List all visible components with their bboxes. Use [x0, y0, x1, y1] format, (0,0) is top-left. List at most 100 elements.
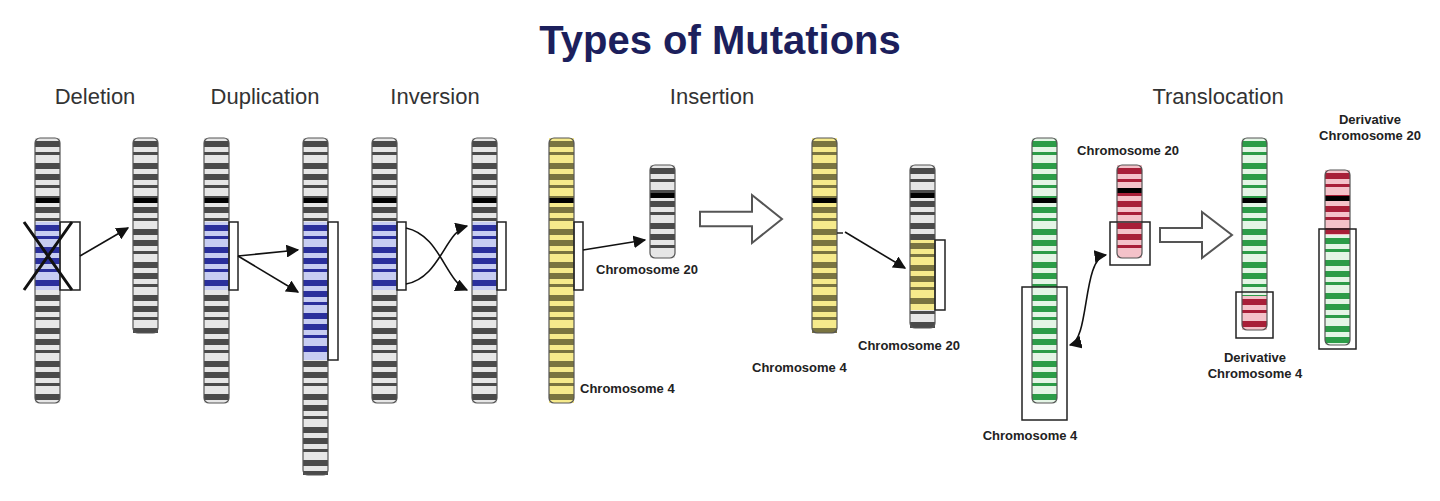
chromosome-band — [650, 212, 675, 215]
chromosome-band — [1242, 185, 1267, 188]
mutation-heading: Translocation — [1152, 84, 1283, 110]
chromosome-band — [204, 207, 229, 213]
chromosome-band — [1325, 293, 1350, 299]
arrow — [845, 232, 905, 268]
chromosome-band — [35, 174, 60, 180]
chromosome-band — [549, 207, 574, 213]
chromosome-label: Chromosome 4 — [983, 428, 1078, 443]
chromosome-band — [303, 405, 328, 411]
chromosome-band — [133, 262, 158, 268]
chromosome-band — [549, 185, 574, 188]
chromosome-band — [549, 273, 574, 279]
chromosome-band — [812, 295, 837, 301]
chromosome-region — [1242, 296, 1267, 330]
chromosome-band — [1032, 350, 1057, 353]
region-bracket — [935, 240, 945, 310]
chromosome-band — [303, 152, 328, 155]
chromosome-outline — [303, 138, 328, 475]
centromere — [812, 198, 837, 203]
chromosome-band — [372, 218, 397, 221]
chromosome-band — [1032, 394, 1057, 400]
chromosome-band — [35, 317, 60, 320]
chromosome-band — [303, 174, 328, 180]
chromosome-band — [133, 317, 158, 320]
chromosome-band — [910, 179, 935, 182]
region-bracket — [1319, 229, 1356, 349]
chromosome-band — [549, 141, 574, 147]
chromosome-label: Derivative Chromosome 20 — [1315, 112, 1425, 143]
chromosome-band — [303, 335, 328, 338]
mutation-heading: Insertion — [670, 84, 754, 110]
chromosome-band — [35, 361, 60, 367]
chromosome-region — [303, 222, 328, 360]
process-arrow — [1160, 212, 1232, 258]
chromosome — [204, 138, 229, 403]
chromosome-band — [372, 339, 397, 345]
chromosome-band — [133, 295, 158, 301]
chromosome-band — [35, 394, 60, 400]
chromosome-band — [472, 295, 497, 301]
chromosome-band — [1117, 245, 1142, 248]
chromosome — [549, 138, 574, 403]
region-bracket — [397, 222, 406, 290]
chromosome-band — [35, 306, 60, 312]
chromosome-band — [303, 427, 328, 433]
chromosome-band — [812, 317, 837, 320]
chromosome-band — [1117, 234, 1142, 240]
chromosome-band — [303, 313, 328, 319]
centromere — [372, 198, 397, 203]
chromosome-band — [910, 201, 935, 207]
chromosome-band — [1242, 152, 1267, 155]
chromosome-band — [372, 225, 397, 231]
chromosome-outline — [1242, 138, 1267, 330]
chromosome-band — [549, 372, 574, 378]
chromosome-label: Chromosome 20 — [858, 338, 960, 353]
chromosome-band — [812, 251, 837, 254]
chromosome-band — [812, 273, 837, 279]
chromosome-band — [204, 152, 229, 155]
chromosome-band — [35, 163, 60, 169]
chromosome-band — [35, 196, 60, 202]
chromosome-band — [1117, 212, 1142, 215]
chromosome-band — [303, 460, 328, 466]
chromosome-region — [1032, 138, 1057, 403]
process-arrow — [700, 195, 782, 243]
chromosome-band — [549, 306, 574, 312]
chromosome-band — [549, 152, 574, 155]
chromosome-band — [472, 258, 497, 264]
chromosome-band — [372, 196, 397, 202]
chromosome-band — [1032, 218, 1057, 221]
chromosome-band — [472, 247, 497, 253]
chromosome-band — [549, 163, 574, 169]
chromosome-band — [204, 350, 229, 353]
chromosome-band — [1242, 273, 1267, 279]
chromosome-region — [1242, 138, 1267, 330]
chromosome-band — [35, 372, 60, 378]
chromosome-band — [1242, 240, 1267, 246]
chromosome-band — [1242, 196, 1267, 202]
chromosome-band — [549, 317, 574, 320]
chromosome-band — [204, 174, 229, 180]
chromosome-band — [910, 223, 935, 229]
region-bracket — [229, 222, 238, 290]
chromosome-band — [133, 284, 158, 287]
chromosome-band — [372, 394, 397, 400]
chromosome-band — [650, 179, 675, 182]
chromosome-band — [1032, 185, 1057, 188]
chromosome-band — [133, 207, 158, 213]
chromosome-band — [372, 185, 397, 188]
centromere — [1032, 198, 1057, 203]
chromosome-band — [372, 372, 397, 378]
chromosome-band — [372, 141, 397, 147]
chromosome-band — [812, 240, 837, 246]
chromosome-band — [1325, 195, 1350, 201]
chromosome-band — [303, 207, 328, 213]
chromosome-band — [472, 280, 497, 286]
region-bracket — [497, 222, 506, 290]
chromosome-band — [204, 196, 229, 202]
chromosome-band — [1242, 141, 1267, 147]
chromosome-band — [1032, 273, 1057, 279]
chromosome-band — [372, 236, 397, 239]
chromosome-band — [1242, 163, 1267, 169]
chromosome-band — [204, 317, 229, 320]
